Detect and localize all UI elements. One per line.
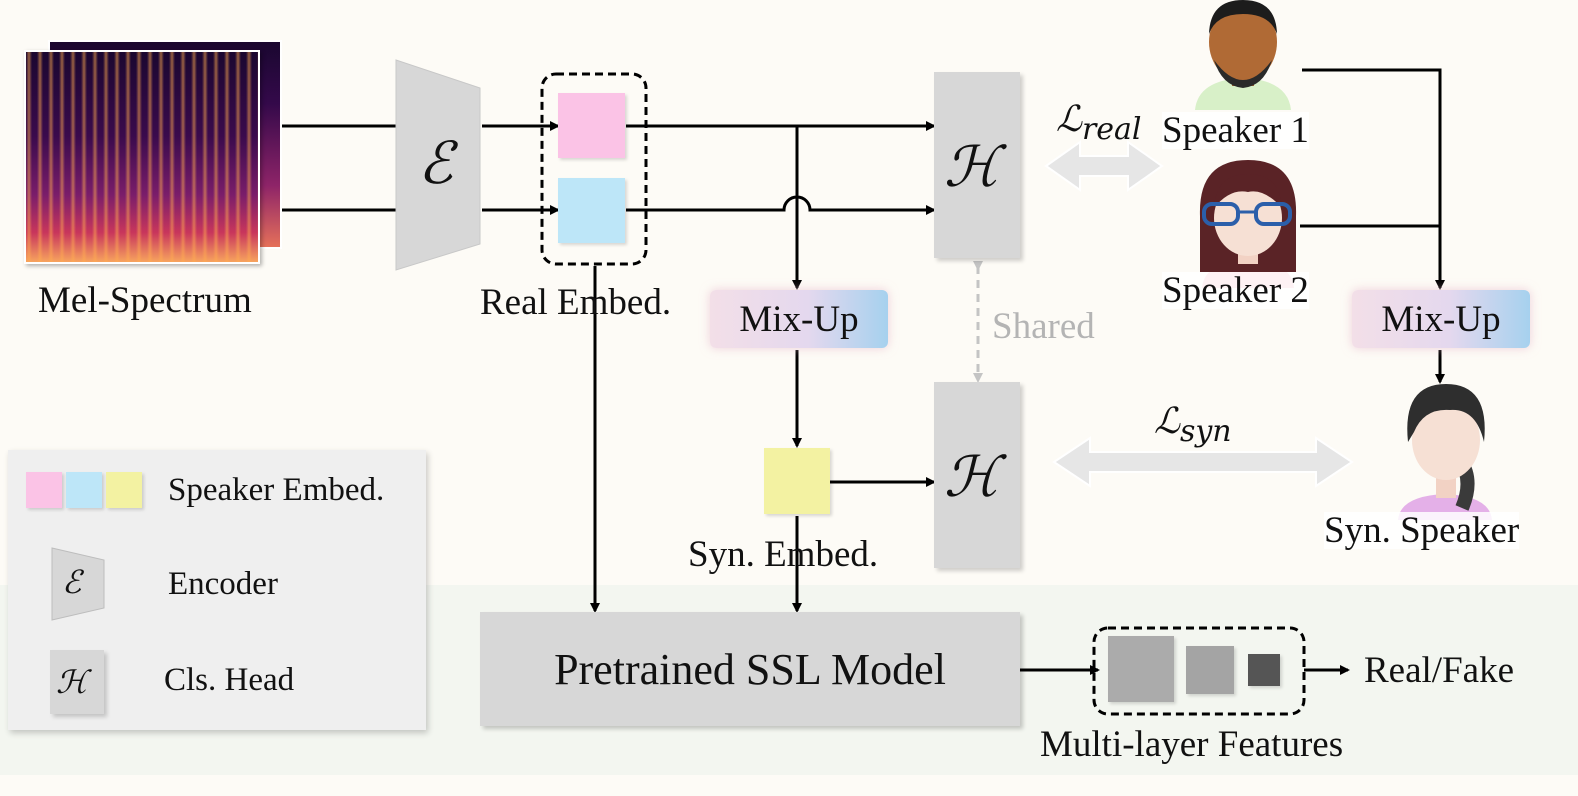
legend-encoder-icon (51, 547, 105, 621)
syn-speaker-label: Syn. Speaker (1324, 510, 1520, 551)
speaker2-avatar (1199, 160, 1297, 288)
real-fake-label: Real/Fake (1364, 650, 1515, 691)
real-embed-label: Real Embed. (480, 282, 672, 323)
speaker2-label: Speaker 2 (1162, 270, 1309, 311)
shared-label: Shared (992, 306, 1095, 347)
legend-pink-square (26, 472, 62, 508)
mixup-box-right: Mix-Up (1352, 290, 1530, 348)
legend-encoder-symbol: ℰ (62, 563, 82, 601)
real-embed-blue (558, 178, 625, 243)
encoder-block (395, 59, 481, 271)
mixup-box-left: Mix-Up (710, 290, 888, 348)
syn-embed-yellow (764, 448, 830, 514)
encoder-symbol: ℰ (418, 129, 454, 197)
legend-encoder-label: Encoder (168, 566, 278, 602)
mel-spectrum-label: Mel-Spectrum (38, 280, 252, 321)
legend-head-box (50, 650, 104, 714)
real-embed-pink (558, 93, 625, 158)
speaker1-avatar (1195, 0, 1291, 110)
speaker1-label: Speaker 1 (1162, 110, 1309, 151)
feature-medium (1186, 646, 1234, 694)
head-symbol-bottom: ℋ (944, 445, 1000, 510)
legend-yellow-square (106, 472, 142, 508)
legend-head-symbol: ℋ (56, 663, 88, 701)
head-symbol-top: ℋ (944, 135, 1000, 200)
loss-real-label: ℒreal (1056, 99, 1142, 148)
mel-spectrogram-image (24, 50, 260, 264)
legend-speaker-embed-label: Speaker Embed. (168, 472, 385, 508)
legend-cls-head-label: Cls. Head (164, 662, 295, 698)
cls-head-top (934, 72, 1020, 258)
loss-syn-label: ℒsyn (1154, 401, 1232, 450)
syn-speaker-avatar (1398, 384, 1492, 520)
legend-blue-square (66, 472, 102, 508)
feature-small (1248, 654, 1280, 686)
pretrained-ssl-model-box: Pretrained SSL Model (480, 612, 1020, 726)
cls-head-bottom (934, 382, 1020, 568)
legend-panel: Speaker Embed. ℰ Encoder ℋ Cls. Head (8, 450, 426, 730)
multi-layer-features-label: Multi-layer Features (1040, 724, 1344, 765)
feature-large (1108, 636, 1174, 702)
syn-embed-label: Syn. Embed. (688, 534, 879, 575)
